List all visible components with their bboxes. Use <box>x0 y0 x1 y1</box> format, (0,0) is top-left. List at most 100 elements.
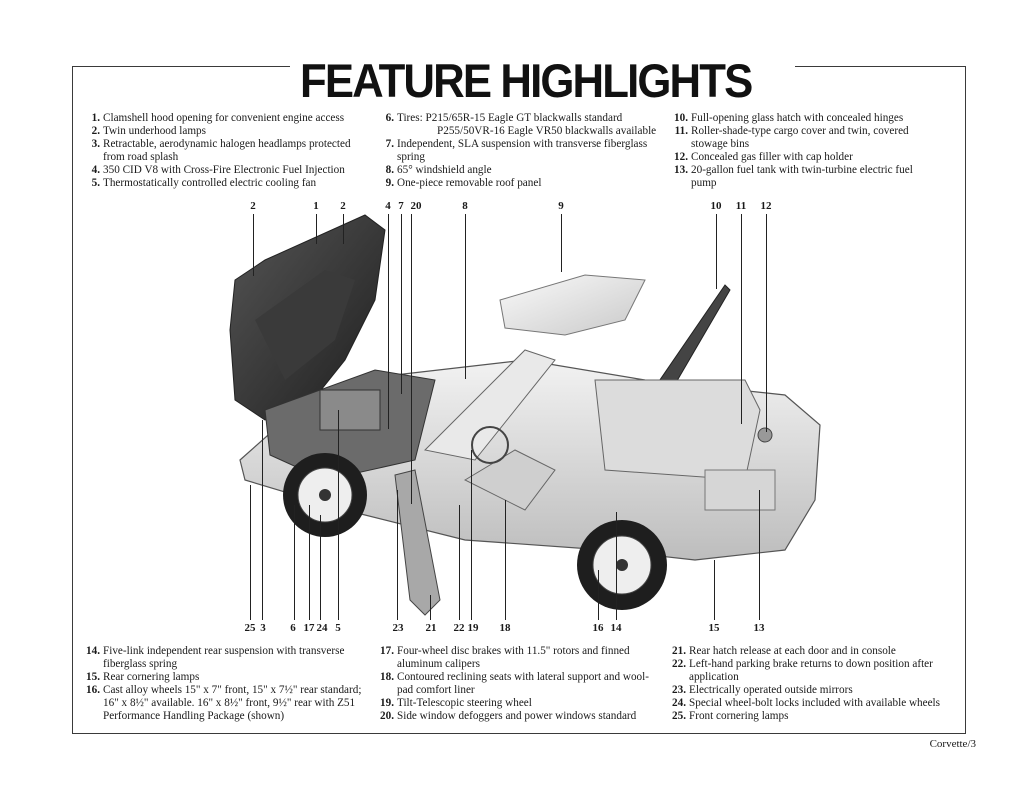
leader-line <box>561 214 563 272</box>
feature-text: Electrically operated outside mirrors <box>689 684 853 696</box>
leader-line <box>759 490 761 620</box>
feature-text: Concealed gas filler with cap holder <box>691 151 853 163</box>
feature-item: 2.Twin underhood lamps <box>87 125 362 138</box>
feature-number: 21. <box>672 645 686 657</box>
leader-line <box>343 214 345 244</box>
callout-11: 11 <box>735 200 747 212</box>
feature-number: 23. <box>672 684 686 696</box>
callout-8: 8 <box>462 200 468 212</box>
feature-item: 8.65° windshield angle <box>381 164 666 177</box>
feature-item: 7.Independent, SLA suspension with trans… <box>381 138 666 164</box>
feature-number: 25. <box>672 710 686 722</box>
feature-number: 14. <box>86 645 100 657</box>
feature-text: Five-link independent rear suspension wi… <box>103 645 345 670</box>
callout-24: 24 <box>316 622 328 634</box>
callout-3: 3 <box>260 622 266 634</box>
callout-14: 14 <box>610 622 622 634</box>
cargo-area <box>594 379 761 481</box>
callout-19: 19 <box>467 622 479 634</box>
feature-text: Rear cornering lamps <box>103 671 200 683</box>
features-bottom-right: 21.Rear hatch release at each door and i… <box>670 645 955 723</box>
feature-number: 24. <box>672 697 686 709</box>
callout-7: 7 <box>398 200 404 212</box>
feature-text: Roller-shade-type cargo cover and twin, … <box>691 125 909 150</box>
feature-text: Left-hand parking brake returns to down … <box>689 658 933 683</box>
feature-text: 65° windshield angle <box>397 164 492 176</box>
feature-item: 22.Left-hand parking brake returns to do… <box>670 658 955 684</box>
feature-item: 16.Cast alloy wheels 15" x 7" front, 15"… <box>84 684 369 723</box>
feature-item: 24.Special wheel-bolt locks included wit… <box>670 697 955 710</box>
feature-text: Independent, SLA suspension with transve… <box>397 138 648 163</box>
feature-item: 21.Rear hatch release at each door and i… <box>670 645 955 658</box>
feature-text: Clamshell hood opening for convenient en… <box>103 112 345 124</box>
callout-16: 16 <box>592 622 604 634</box>
feature-number: 6. <box>385 112 394 124</box>
feature-text: One-piece removable roof panel <box>397 177 542 189</box>
feature-text: Rear hatch release at each door and in c… <box>689 645 896 657</box>
feature-item: 12.Concealed gas filler with cap holder <box>672 151 922 164</box>
feature-item: 9.One-piece removable roof panel <box>381 177 666 190</box>
cutaway-car-illustration <box>229 214 821 616</box>
feature-number: 5. <box>91 177 100 189</box>
feature-text: 350 CID V8 with Cross-Fire Electronic Fu… <box>103 164 345 176</box>
feature-number: 8. <box>385 164 394 176</box>
callout-20: 20 <box>410 200 422 212</box>
feature-item: 25.Front cornering lamps <box>670 710 955 723</box>
feature-number: 2. <box>91 125 100 137</box>
feature-text-line: P255/50VR-16 Eagle VR50 blackwalls avail… <box>437 125 657 137</box>
feature-item: 15.Rear cornering lamps <box>84 671 369 684</box>
feature-number: 16. <box>86 684 100 696</box>
feature-item: 5.Thermostatically controlled electric c… <box>87 177 362 190</box>
leader-line <box>616 512 618 620</box>
callout-17: 17 <box>303 622 315 634</box>
feature-text: Special wheel-bolt locks included with a… <box>689 697 941 709</box>
callout-4: 4 <box>385 200 391 212</box>
feature-text: Tilt-Telescopic steering wheel <box>397 697 532 709</box>
leader-line <box>714 560 716 620</box>
leader-line <box>430 595 432 620</box>
callout-12: 12 <box>760 200 772 212</box>
feature-text: 20-gallon fuel tank with twin-turbine el… <box>691 164 913 189</box>
feature-text: Four-wheel disc brakes with 11.5" rotors… <box>397 645 630 670</box>
feature-text: Retractable, aerodynamic halogen headlam… <box>103 138 351 163</box>
feature-number: 20. <box>380 710 394 722</box>
leader-line <box>262 420 264 620</box>
leader-line <box>320 515 322 620</box>
feature-number: 7. <box>385 138 394 150</box>
feature-item: 1.Clamshell hood opening for convenient … <box>87 112 362 125</box>
feature-text: Twin underhood lamps <box>103 125 206 137</box>
leader-line <box>388 214 390 429</box>
feature-item: 19.Tilt-Telescopic steering wheel <box>378 697 663 710</box>
callout-2b: 2 <box>340 200 346 212</box>
title-wrap: FEATURE HIGHLIGHTS <box>290 56 796 106</box>
feature-text: Side window defoggers and power windows … <box>397 710 637 722</box>
leader-line <box>397 490 399 620</box>
leader-line <box>766 214 768 432</box>
features-top-right: 10.Full-opening glass hatch with conceal… <box>672 112 922 190</box>
leader-line <box>338 410 340 620</box>
feature-number: 1. <box>91 112 100 124</box>
feature-item: 6.Tires: P215/65R-15 Eagle GT blackwalls… <box>381 112 666 138</box>
leader-line <box>316 214 318 244</box>
fuel-tank <box>704 469 776 511</box>
callout-18: 18 <box>499 622 511 634</box>
page-footer: Corvette/3 <box>929 738 976 750</box>
feature-text: Front cornering lamps <box>689 710 789 722</box>
leader-line <box>598 570 600 620</box>
feature-text-line: Tires: P215/65R-15 Eagle GT blackwalls s… <box>397 112 623 124</box>
feature-number: 19. <box>380 697 394 709</box>
feature-item: 4.350 CID V8 with Cross-Fire Electronic … <box>87 164 362 177</box>
feature-item: 3.Retractable, aerodynamic halogen headl… <box>87 138 362 164</box>
feature-item: 13.20-gallon fuel tank with twin-turbine… <box>672 164 922 190</box>
leader-line <box>253 214 255 276</box>
feature-number: 9. <box>385 177 394 189</box>
leader-line <box>401 214 403 394</box>
feature-number: 15. <box>86 671 100 683</box>
callout-15: 15 <box>708 622 720 634</box>
feature-item: 18.Contoured reclining seats with latera… <box>378 671 663 697</box>
steering-wheel <box>471 426 509 464</box>
leader-line <box>459 505 461 620</box>
callout-6: 6 <box>290 622 296 634</box>
engine-block <box>319 389 381 431</box>
feature-number: 10. <box>674 112 688 124</box>
